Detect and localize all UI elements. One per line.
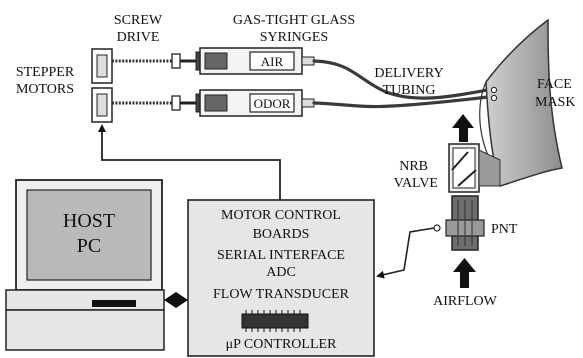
controller-to-motor-line — [98, 124, 281, 200]
label-host-line1: HOST — [63, 210, 115, 232]
label-screw-line1: SCREW — [114, 13, 163, 28]
microprocessor-chip-icon — [241, 310, 309, 332]
label-drive-line2: DRIVE — [117, 30, 160, 45]
syringe-odor — [171, 89, 315, 117]
label-pc-line2: PC — [77, 235, 101, 257]
controller-line-adc: ADC — [266, 265, 296, 280]
pc-controller-link — [164, 292, 188, 308]
label-delivery-line1: DELIVERY — [374, 66, 443, 81]
pnt-signal-line — [376, 227, 435, 279]
stepper-motor-top — [91, 48, 113, 84]
controller-line-motor-control: MOTOR CONTROL — [221, 208, 341, 223]
controller-line-up: μP CONTROLLER — [226, 337, 337, 352]
nrb-valve — [448, 143, 501, 193]
label-odor: ODOR — [254, 96, 291, 111]
airflow-arrow — [453, 258, 476, 288]
label-pnt: PNT — [491, 222, 518, 237]
delivery-tube-air — [312, 59, 500, 100]
label-motors-line2: MOTORS — [16, 82, 74, 97]
controller-line-serial: SERIAL INTERFACE — [217, 248, 345, 263]
label-tubing-line2: TUBING — [383, 83, 436, 98]
label-face-line1: FACE — [537, 77, 572, 92]
controller-line-boards: BOARDS — [253, 227, 310, 242]
label-syringes-line2: SYRINGES — [260, 30, 328, 45]
syringe-air — [171, 47, 315, 75]
label-mask-line2: MASK — [535, 95, 575, 110]
pnt-sensor — [433, 195, 485, 251]
controller-line-flow: FLOW TRANSDUCER — [213, 287, 350, 302]
host-pc — [5, 179, 165, 351]
label-stepper-line1: STEPPER — [16, 65, 75, 80]
label-syringes-line1: GAS-TIGHT GLASS — [233, 13, 355, 28]
stepper-motor-bottom — [91, 87, 113, 123]
label-nrb-line1: NRB — [399, 159, 428, 174]
label-air: AIR — [261, 54, 284, 69]
label-valve-line2: VALVE — [394, 176, 438, 191]
face-mask — [479, 18, 563, 187]
controller-box — [187, 199, 375, 357]
delivery-tube-odor — [312, 94, 500, 109]
exhaust-arrow — [452, 114, 474, 142]
label-airflow: AIRFLOW — [433, 294, 498, 309]
